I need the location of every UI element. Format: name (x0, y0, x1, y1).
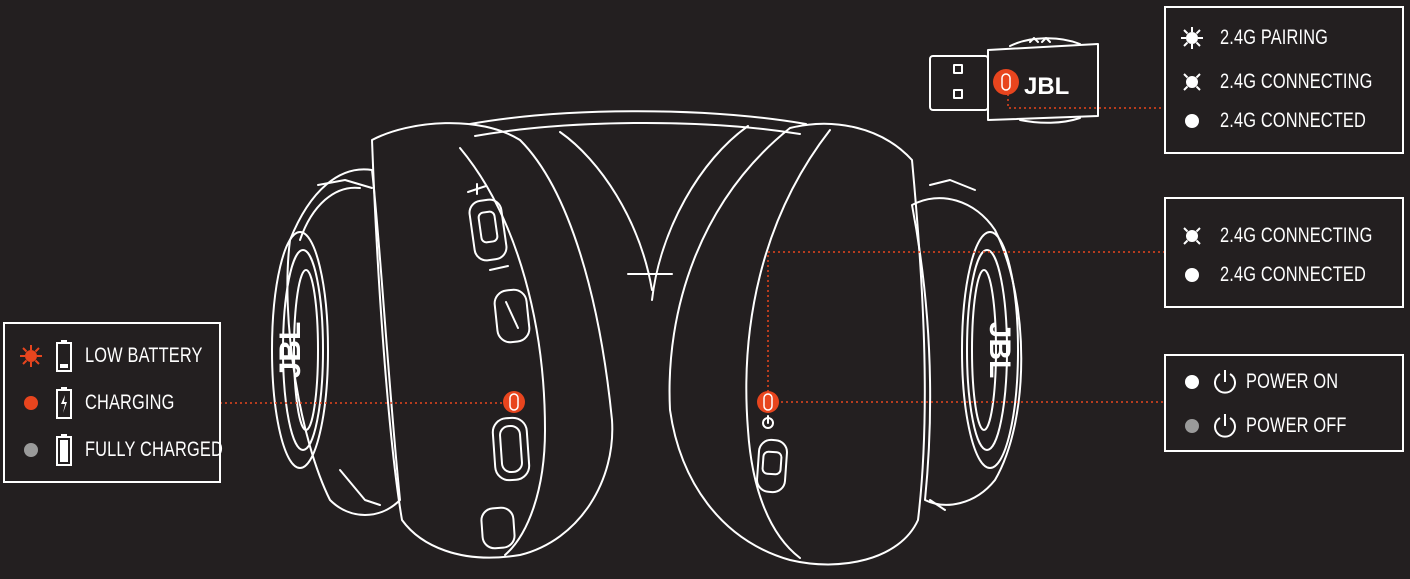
jbl-logos: JBL JBL JBL (274, 73, 1069, 378)
legend-label: 2.4G CONNECTING (1220, 224, 1373, 247)
leader-lines (220, 84, 1164, 404)
legend-label: 2.4G CONNECTED (1220, 263, 1366, 286)
legend-label: CHARGING (85, 391, 175, 414)
left-earcup (271, 122, 614, 559)
dongle-jbl-logo: JBL (1024, 73, 1069, 100)
led-markers (503, 69, 1019, 413)
battery-low-icon (56, 340, 72, 372)
dongle-legend-box: 2.4G PAIRING 2.4G CONNECTING 2.4G CONNEC… (1164, 6, 1404, 154)
power-icon (1214, 414, 1236, 438)
legend-label: FULLY CHARGED (85, 438, 223, 461)
battery-full-icon (56, 434, 72, 466)
legend-label: 2.4G PAIRING (1220, 26, 1329, 49)
usb-dongle (929, 37, 1099, 124)
right-controls (756, 415, 788, 494)
led-blinking-icon (1183, 227, 1201, 245)
left-controls (467, 183, 531, 550)
led-flashing-icon (20, 345, 42, 367)
led-solid-icon (24, 443, 38, 457)
legend-label: 2.4G CONNECTED (1220, 109, 1366, 132)
svg-text:JBL: JBL (983, 322, 1016, 379)
led-solid-icon (1185, 419, 1199, 433)
power-icon (1214, 370, 1236, 394)
led-solid-icon (1185, 375, 1199, 389)
battery-legend-box: LOW BATTERY CHARGING FULLY CHARGED (3, 322, 223, 483)
legend-label: 2.4G CONNECTING (1220, 70, 1373, 93)
headset-legend-box: 2.4G CONNECTING 2.4G CONNECTED (1164, 197, 1404, 308)
battery-charging-icon (56, 387, 72, 419)
led-solid-icon (1185, 114, 1199, 128)
led-solid-icon (24, 396, 38, 410)
led-flashing-icon (1181, 27, 1203, 49)
led-solid-icon (1185, 268, 1199, 282)
headband (469, 110, 807, 301)
right-led (757, 391, 779, 413)
legend-label: LOW BATTERY (85, 344, 203, 367)
legend-label: POWER ON (1246, 370, 1339, 393)
right-earcup (668, 122, 1023, 566)
led-blinking-icon (1183, 73, 1201, 91)
svg-text:JBL: JBL (274, 322, 307, 379)
legend-label: POWER OFF (1246, 414, 1347, 437)
left-led (503, 391, 525, 413)
power-legend-box: POWER ON POWER OFF (1164, 354, 1404, 452)
dongle-led (993, 69, 1019, 95)
